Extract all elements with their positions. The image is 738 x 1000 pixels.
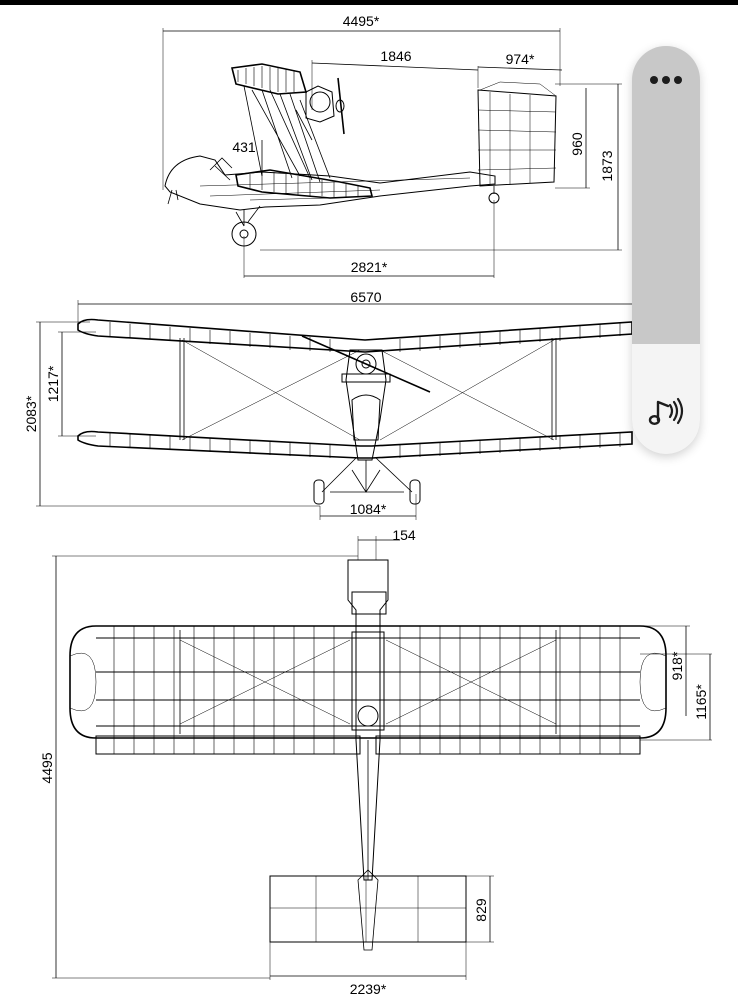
floating-toolbar-lower bbox=[632, 344, 700, 454]
dim-label-top-length: 4495 bbox=[39, 752, 55, 783]
floating-toolbar bbox=[632, 46, 700, 454]
audio-button[interactable] bbox=[644, 390, 688, 434]
side-view bbox=[162, 28, 622, 278]
more-options-button[interactable] bbox=[645, 68, 687, 92]
dim-line-1846 bbox=[311, 62, 479, 71]
dim-label-1217: 1217* bbox=[45, 365, 61, 402]
more-horizontal-icon-dot bbox=[662, 76, 670, 84]
dim-line-974 bbox=[477, 66, 563, 71]
dim-label-2239: 2239* bbox=[350, 981, 387, 997]
more-horizontal-icon-dot bbox=[674, 76, 682, 84]
music-note-sound-icon bbox=[648, 397, 684, 426]
dim-label-829: 829 bbox=[473, 898, 489, 922]
more-horizontal-icon bbox=[650, 76, 658, 84]
top-edge-bar bbox=[0, 0, 738, 5]
dim-label-918: 918* bbox=[669, 651, 685, 680]
dim-label-side-length: 4495* bbox=[343, 13, 380, 29]
dim-label-1846: 1846 bbox=[380, 48, 411, 64]
dim-label-2821: 2821* bbox=[351, 259, 388, 275]
dim-label-1873: 1873 bbox=[599, 150, 615, 181]
dim-label-431: 431 bbox=[232, 139, 256, 155]
dim-label-960: 960 bbox=[569, 132, 585, 156]
dim-label-154: 154 bbox=[392, 527, 416, 543]
dim-label-1084: 1084* bbox=[350, 501, 387, 517]
front-view bbox=[36, 300, 633, 520]
dim-label-974: 974* bbox=[506, 51, 535, 67]
top-view bbox=[52, 536, 712, 980]
dim-label-front-span: 6570 bbox=[350, 289, 381, 305]
dim-label-2083: 2083* bbox=[23, 395, 39, 432]
dim-label-1165: 1165* bbox=[693, 684, 709, 720]
